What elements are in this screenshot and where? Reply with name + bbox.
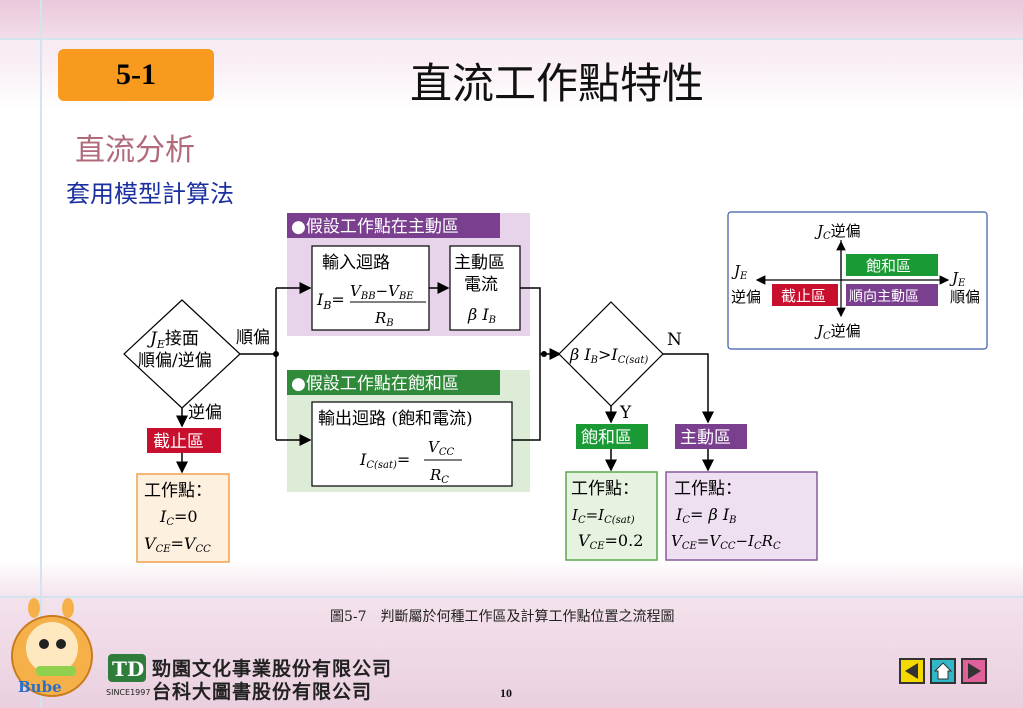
forward-bias-label: 順偏 [236,328,270,348]
publisher-logo-image: TD [108,654,146,682]
quadrant-right-bottom: 順偏 [950,288,980,306]
saturation-assumption-header: ●假設工作點在飽和區 [291,374,459,394]
method-heading: 套用模型計算法 [66,180,234,208]
saturation-region-tag [576,424,648,449]
active-region-label: 主動區 [680,428,731,448]
saturation-box-title: 工作點： [571,479,639,499]
quadrant-saturation-tag [846,254,938,276]
svg-text:Bube: Bube [18,678,62,696]
quadrant-active-label: 順向主動區 [849,289,919,305]
page-number: 10 [500,686,512,700]
section-badge: 5-1 [58,49,214,101]
cutoff-region-label: 截止區 [153,432,204,452]
input-loop-lhs: IB= [316,290,345,312]
input-loop-box [311,245,430,331]
cutoff-box-title: 工作點： [144,481,212,501]
previous-slide-button[interactable] [899,658,925,684]
publisher-name-2: 台科大圖書股份有限公司 [152,681,373,703]
reverse-bias-label: 逆偏 [188,403,222,423]
home-icon [933,662,953,680]
yes-label: Y [619,403,632,423]
saturation-operating-point-box [565,471,658,561]
quadrant-cutoff-tag [772,284,838,306]
active-box-ic: IC= β IB [675,505,737,526]
input-loop-title: 輸入迴路 [322,253,390,273]
quadrant-saturation-label: 飽和區 [866,257,911,275]
active-operating-point-box [665,471,818,561]
saturation-box-vce: VCE=0.2 [578,531,643,552]
bube-mascot-image: Bube [11,598,93,697]
active-box-title: 工作點： [674,479,742,499]
figure-caption: 圖5-7 判斷屬於何種工作區及計算工作點位置之流程圖 [330,609,675,625]
page-title: 直流工作點特性 [410,59,705,108]
junction-decision-line2: 順偏/逆偏 [138,351,212,371]
cutoff-operating-point-box [136,473,230,563]
output-loop-title: 輸出迴路 (飽和電流) [318,409,473,429]
quadrant-active-tag [846,284,938,306]
cutoff-region-tag [147,428,221,453]
no-label: N [667,330,682,350]
since-label: SINCE1997 [106,688,151,697]
quadrant-bottom-label: JC逆偏 [814,322,861,342]
arrow-right-icon [968,663,981,679]
cutoff-box-ic: IC=0 [159,507,198,528]
active-current-line1: 主動區 [454,253,505,273]
active-assumption-header: ●假設工作點在主動區 [291,217,459,237]
decor-stripe [0,38,1023,40]
quadrant-cutoff-label: 截止區 [781,287,826,305]
decor-vertical-line [40,0,42,708]
publisher-name-1: 勁園文化事業股份有限公司 [152,658,393,680]
section-subtitle: 直流分析 [75,133,195,168]
output-loop-box [311,401,513,487]
arrow-left-icon [905,663,918,679]
quadrant-top-label: JC逆偏 [814,222,861,242]
top-banner [0,0,1023,38]
active-current-line2: 電流 [464,275,498,295]
home-button[interactable] [930,658,956,684]
junction-decision-line1: JE接面 [147,329,199,351]
active-region-tag [675,424,747,449]
next-slide-button[interactable] [961,658,987,684]
saturation-region-label: 飽和區 [581,428,632,448]
active-box-vce: VCE=VCC−ICRC [671,532,781,552]
decor-stripe [0,596,1023,598]
quadrant-left-bottom: 逆偏 [731,288,761,306]
svg-text:TD: TD [112,657,144,681]
